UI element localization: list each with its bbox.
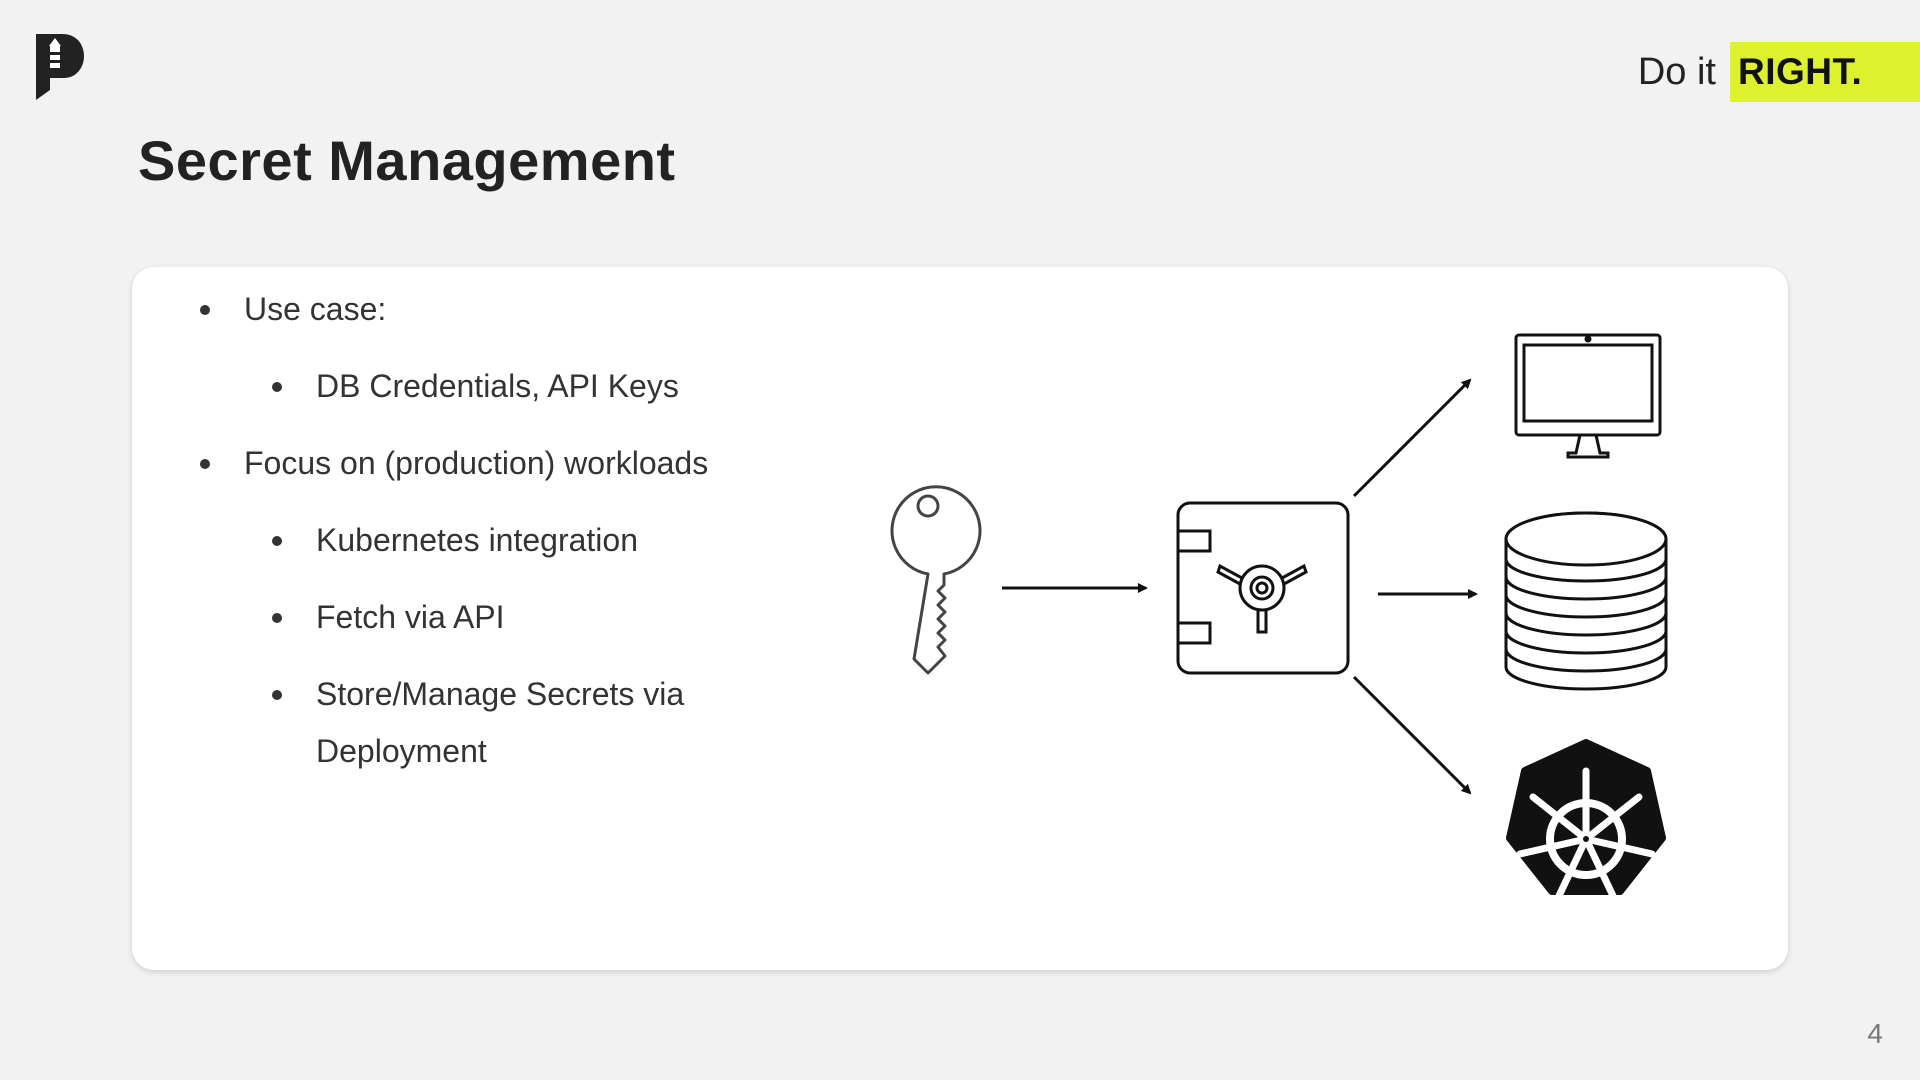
arrow-vault-to-monitor [1352, 378, 1472, 498]
database-icon [1504, 511, 1668, 691]
bullet-item: Kubernetes integration [182, 512, 902, 569]
bullet-list: Use case: DB Credentials, API Keys Focus… [182, 281, 902, 800]
bullet-item: Use case: [182, 281, 902, 338]
tagline: Do it RIGHT. [1638, 42, 1920, 102]
bullet-item: Focus on (production) workloads [182, 435, 902, 492]
bullet-item: Fetch via API [182, 589, 902, 646]
key-icon [890, 485, 982, 675]
vault-safe-icon [1176, 501, 1350, 675]
bullet-item: Store/Manage Secrets via Deployment [182, 666, 786, 780]
content-card: Use case: DB Credentials, API Keys Focus… [132, 267, 1788, 970]
tagline-highlight: RIGHT. [1730, 42, 1920, 102]
monitor-icon [1514, 333, 1662, 459]
page-number: 4 [1867, 1018, 1883, 1049]
secret-flow-diagram [890, 333, 1668, 904]
page-title: Secret Management [138, 129, 676, 192]
arrow-vault-to-kubernetes [1352, 675, 1472, 795]
kubernetes-icon [1506, 739, 1666, 904]
bullet-item: DB Credentials, API Keys [182, 358, 902, 415]
company-logo [36, 34, 84, 100]
tagline-plain: Do it [1637, 50, 1716, 93]
